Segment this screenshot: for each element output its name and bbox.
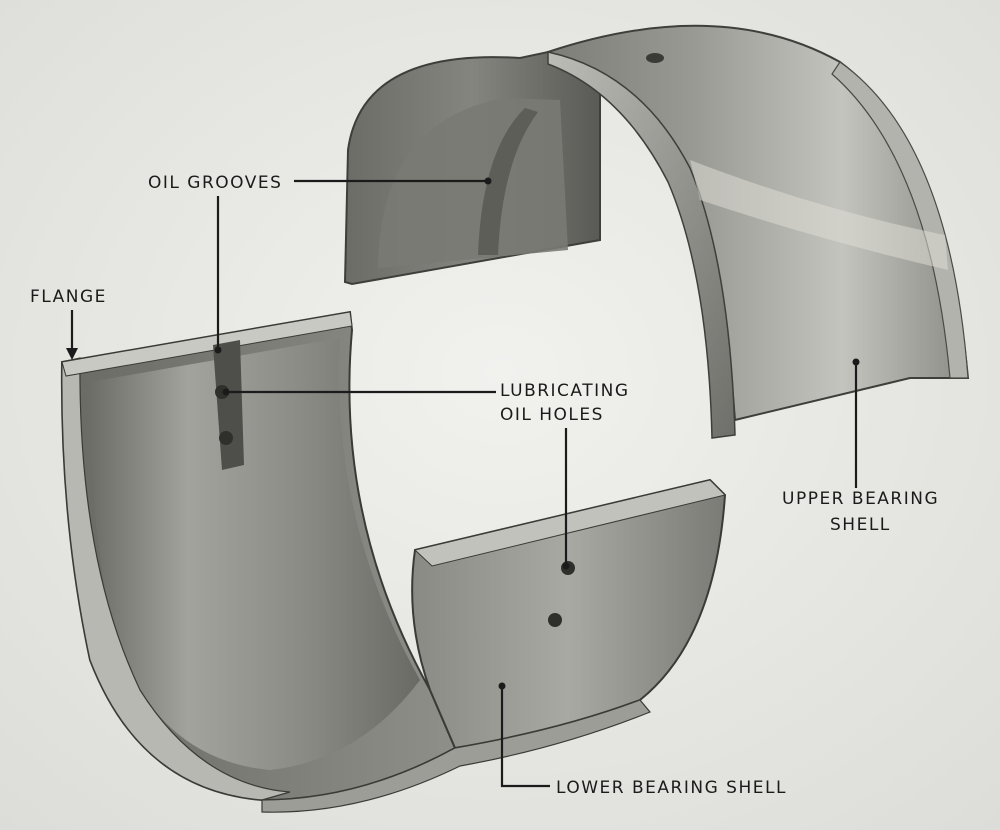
leader-dot-left-hole xyxy=(222,388,230,396)
leader-dot-upper-shell xyxy=(852,358,860,366)
label-lubricating-line1: LUBRICATING xyxy=(500,381,630,401)
upper-bearing-shell xyxy=(343,24,970,439)
label-lubricating-line2: OIL HOLES xyxy=(500,405,604,425)
label-upper-shell-line1: UPPER BEARING xyxy=(782,489,939,509)
leader-dot-lower-groove xyxy=(214,346,222,354)
lower-bearing-shell xyxy=(60,310,727,813)
label-upper-shell-line2: SHELL xyxy=(830,515,891,535)
leader-arrow-flange xyxy=(66,348,78,360)
label-oil-grooves: OIL GROOVES xyxy=(148,173,282,193)
label-flange: FLANGE xyxy=(30,287,107,307)
leader-dot-right-hole xyxy=(562,562,570,570)
leader-dot-lower-shell xyxy=(498,682,506,690)
label-lower-shell: LOWER BEARING SHELL xyxy=(556,778,787,798)
leader-dot-upper-groove xyxy=(484,177,492,185)
leader-lower-shell xyxy=(500,686,550,788)
